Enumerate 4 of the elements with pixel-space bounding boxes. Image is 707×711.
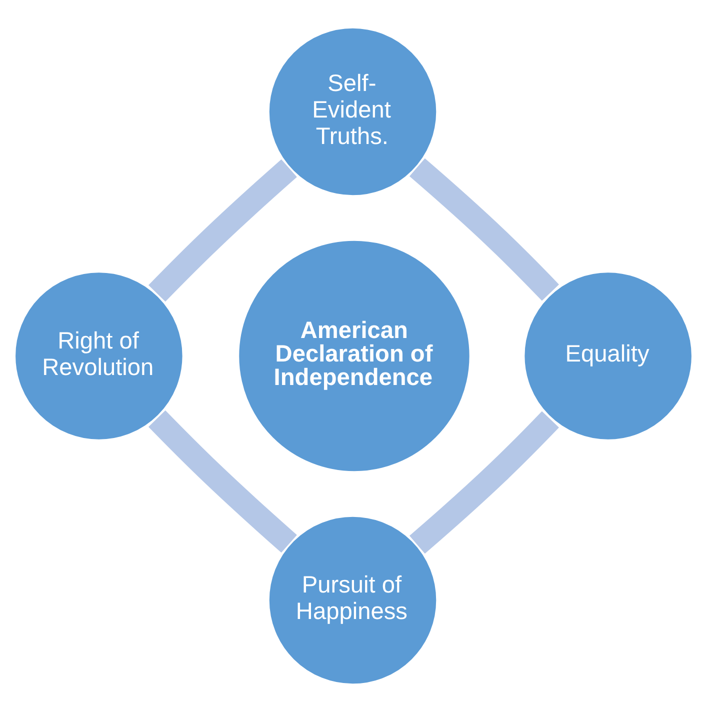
- connector: [148, 410, 297, 552]
- connector: [148, 158, 297, 302]
- connector: [409, 410, 559, 554]
- connector: [409, 158, 559, 300]
